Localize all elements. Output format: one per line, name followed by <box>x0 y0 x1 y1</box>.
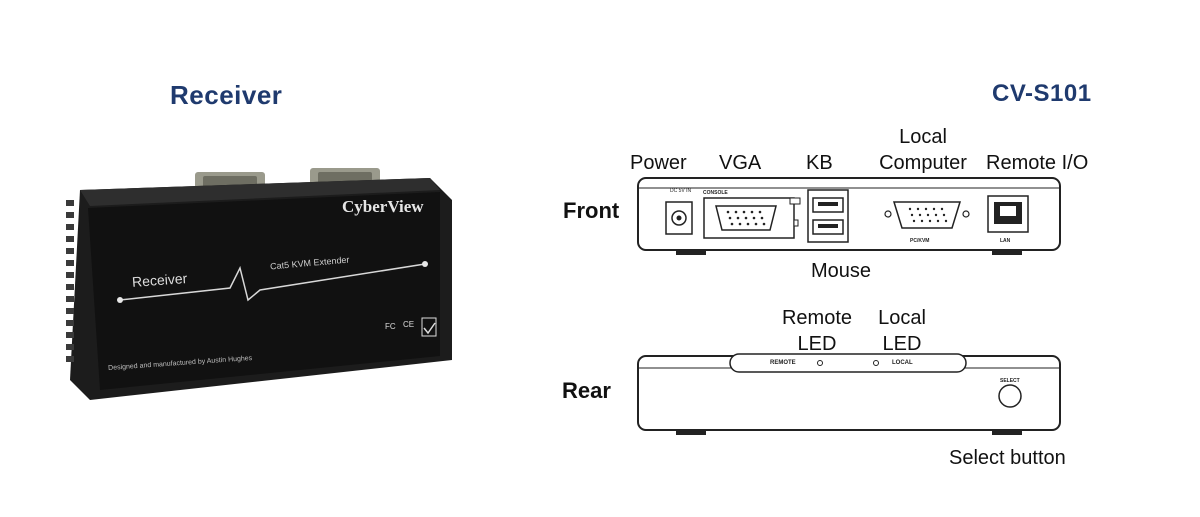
front-panel-diagram <box>637 177 1061 255</box>
remote-led-icon <box>817 360 823 366</box>
panel-text-pckvm: PC/KVM <box>910 238 930 244</box>
brand-logo: CyberView <box>342 197 424 216</box>
receiver-device-photo <box>66 168 452 400</box>
label-kb: KB <box>806 152 833 174</box>
label-remote-led-line2: LED <box>797 333 837 355</box>
led-window <box>729 353 967 373</box>
label-select-button: Select button <box>949 447 1066 469</box>
select-button-icon <box>998 384 1022 408</box>
label-rear: Rear <box>562 378 611 403</box>
label-local-computer-line1: Local <box>899 126 947 148</box>
panel-text-remote: REMOTE <box>770 360 796 366</box>
panel-text-console: CONSOLE <box>703 190 728 196</box>
label-front: Front <box>563 198 620 223</box>
cert-fc: FC <box>385 322 396 331</box>
label-local-led-line2: LED <box>882 333 922 355</box>
label-vga: VGA <box>719 152 762 174</box>
label-mouse: Mouse <box>811 260 872 282</box>
label-power: Power <box>630 152 687 174</box>
local-led-icon <box>873 360 879 366</box>
signal-line <box>119 263 426 302</box>
power-jack <box>665 201 693 235</box>
cooling-fins <box>66 200 74 362</box>
vga-console-port <box>703 197 795 239</box>
label-local-computer: Local Computer <box>876 124 970 176</box>
vga-local-computer-port <box>884 201 970 229</box>
panel-text-local: LOCAL <box>892 360 913 366</box>
usb-kb-mouse-ports <box>789 189 849 243</box>
label-local-computer-line2: Computer <box>879 152 967 174</box>
label-local-led-line1: Local <box>878 307 926 329</box>
rear-panel-diagram <box>637 353 1061 435</box>
panel-text-power: DC 5V IN <box>670 188 692 194</box>
panel-text-lan: LAN <box>1000 238 1011 244</box>
rj45-remote-port <box>987 195 1029 233</box>
label-remote-led: Remote LED <box>772 305 862 357</box>
cert-ce: CE <box>403 320 415 329</box>
panel-text-select: SELECT <box>1000 378 1020 384</box>
label-remote-io: Remote I/O <box>986 152 1089 174</box>
label-local-led: Local LED <box>862 305 942 357</box>
receiver-title: Receiver <box>170 80 283 110</box>
model-title: CV-S101 <box>992 80 1092 107</box>
label-remote-led-line1: Remote <box>781 307 853 329</box>
